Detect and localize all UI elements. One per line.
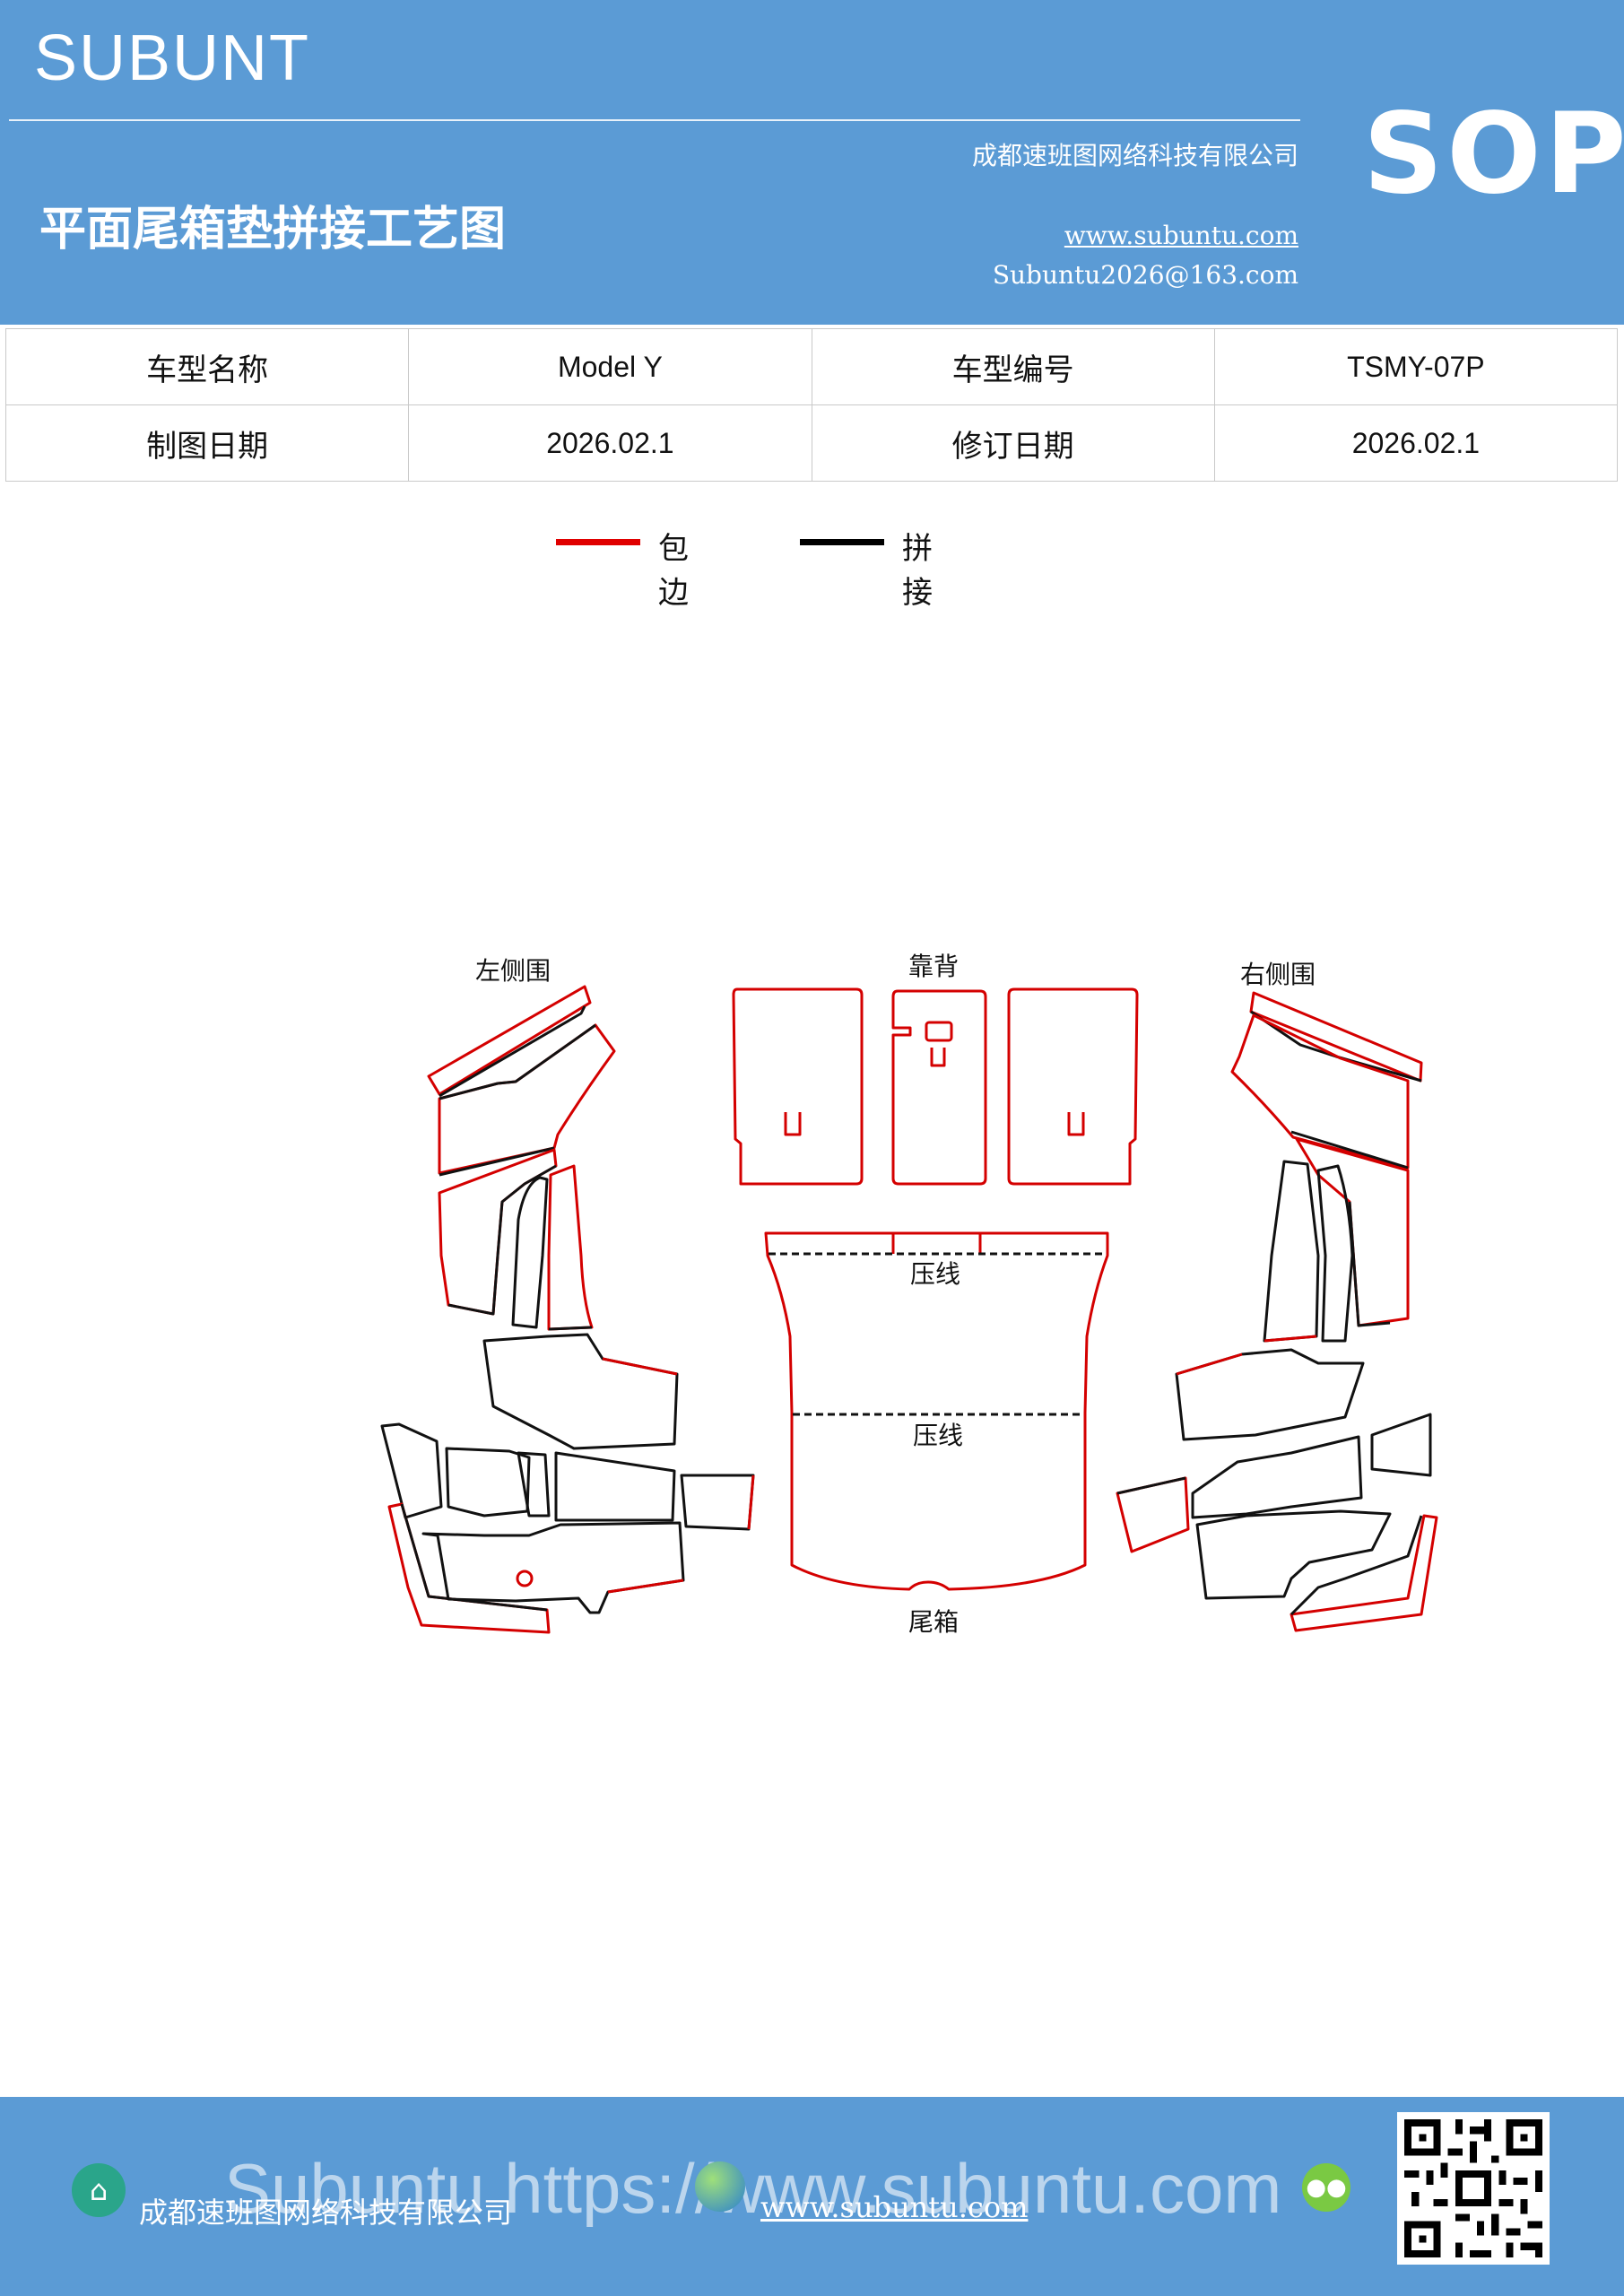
right-side-panel-pieces [1116, 991, 1438, 1632]
label-right-side: 右侧围 [1240, 960, 1316, 989]
legend-swatch-binding [556, 539, 640, 545]
legend-swatch-splice [800, 539, 884, 545]
wechat-icon: ●● [1302, 2163, 1350, 2212]
label-trunk: 尾箱 [908, 1607, 959, 1637]
header-banner [0, 0, 1624, 325]
brand-logo-text: SUBUNT [34, 22, 311, 94]
label-crease-mid: 压线 [913, 1421, 963, 1450]
legend-label-binding: 包边 [658, 531, 689, 611]
footer-website-link[interactable]: www.subuntu.com [760, 2190, 1029, 2224]
trunk-floor-mat [764, 1231, 1109, 1591]
table-row: 制图日期 2026.02.1 修订日期 2026.02.1 [4, 404, 1619, 482]
cell-revision-date-label: 修订日期 [811, 404, 1215, 482]
vehicle-info-table: 车型名称 Model Y 车型编号 TSMY-07P 制图日期 2026.02.… [4, 328, 1619, 482]
cell-model-code-value: TSMY-07P [1213, 328, 1619, 405]
header-divider [9, 119, 1300, 121]
legend-label-splice: 拼接 [902, 531, 933, 611]
footer-watermark: Subuntu https://www.subuntu.com [224, 2149, 1282, 2228]
cell-draw-date-label: 制图日期 [4, 404, 410, 482]
cell-model-name-label: 车型名称 [4, 328, 410, 405]
website-link[interactable]: www.subuntu.com [1064, 221, 1298, 250]
label-backrest: 靠背 [908, 952, 959, 981]
company-name: 成都速班图网络科技有限公司 [971, 141, 1298, 170]
label-crease-top: 压线 [910, 1259, 960, 1289]
globe-icon [695, 2161, 745, 2212]
table-row: 车型名称 Model Y 车型编号 TSMY-07P [4, 328, 1619, 405]
footer-banner [0, 2097, 1624, 2296]
email-address: Subuntu2026@163.com [992, 260, 1298, 290]
cell-model-name-value: Model Y [408, 328, 812, 405]
cell-model-code-label: 车型编号 [811, 328, 1215, 405]
building-icon: ⌂ [72, 2163, 126, 2217]
backrest-panel-center [891, 989, 987, 1186]
sop-mark: SOP [1363, 90, 1624, 219]
backrest-panel-left [732, 987, 864, 1186]
cell-revision-date-value: 2026.02.1 [1213, 404, 1619, 482]
footer-company-name: 成都速班图网络科技有限公司 [139, 2196, 513, 2230]
backrest-panel-right [1007, 987, 1139, 1186]
cell-draw-date-value: 2026.02.1 [408, 404, 812, 482]
left-side-panel-pieces [380, 985, 755, 1634]
label-left-side: 左侧围 [475, 956, 551, 986]
qr-code [1397, 2112, 1550, 2265]
document-title: 平面尾箱垫拼接工艺图 [39, 203, 507, 257]
